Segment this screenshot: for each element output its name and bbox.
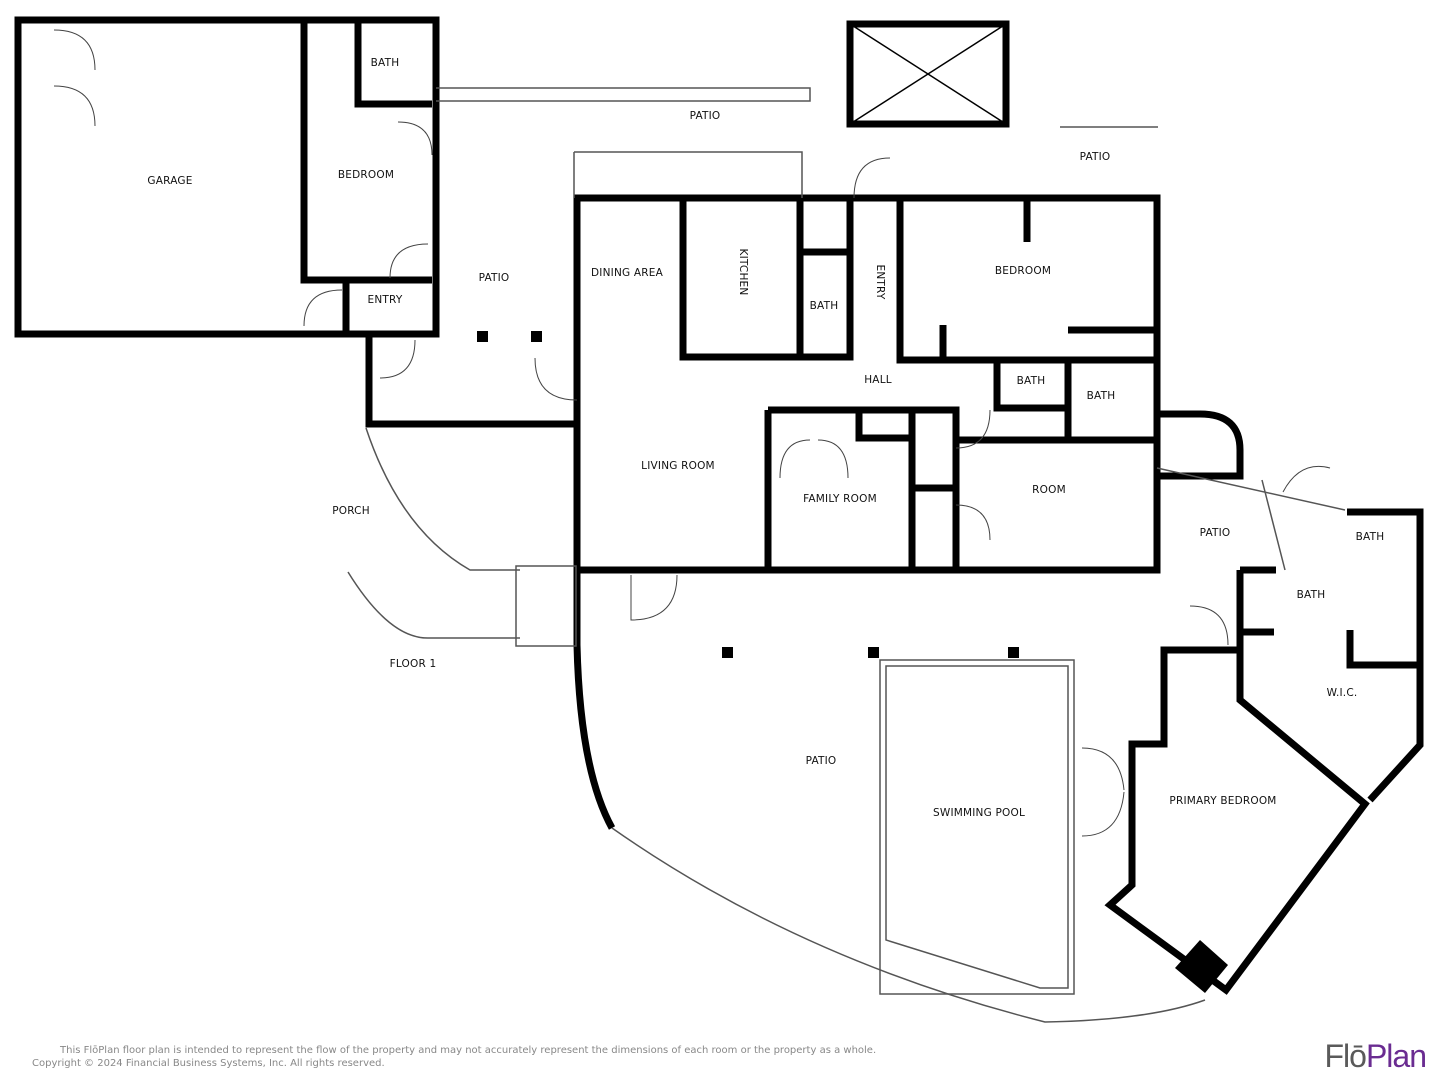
room-label-kitchen: KITCHEN xyxy=(737,248,749,296)
room-label-entry-main: ENTRY xyxy=(874,264,886,300)
room-label-family: FAMILY ROOM xyxy=(803,493,877,505)
wall-garage xyxy=(14,16,440,338)
room-label-bath-right: BATH xyxy=(1086,390,1116,402)
room-label-patio-right-top: PATIO xyxy=(1079,151,1111,163)
room-label-patio-top: PATIO xyxy=(689,110,721,122)
wall-main xyxy=(573,194,1161,574)
room-label-bath-garage: BATH xyxy=(370,57,400,69)
room-label-bedroom-garage: BEDROOM xyxy=(337,169,395,181)
room-label-garage: GARAGE xyxy=(147,175,193,187)
room-label-primary: PRIMARY BEDROOM xyxy=(1169,795,1277,807)
disclaimer: This FlōPlan floor plan is intended to r… xyxy=(60,1045,877,1056)
room-label-bedroom-right: BEDROOM xyxy=(994,265,1052,277)
room-label-entry-garage: ENTRY xyxy=(367,294,403,306)
room-label-patio-center: PATIO xyxy=(478,272,510,284)
logo-part1: Flō xyxy=(1324,1038,1367,1074)
room-label-bath-hall: BATH xyxy=(1016,375,1046,387)
room-label-porch: PORCH xyxy=(332,505,370,517)
room-label-dining: DINING AREA xyxy=(591,267,663,279)
room-label-bath-primary: BATH xyxy=(1296,589,1326,601)
room-label-living: LIVING ROOM xyxy=(641,460,715,472)
room-label-bath-far: BATH xyxy=(1355,531,1385,543)
room-label-patio-side: PATIO xyxy=(1199,527,1231,539)
room-label-patio-main: PATIO xyxy=(805,755,837,767)
room-label-hall: HALL xyxy=(864,374,892,386)
room-label-bath-kitchen: BATH xyxy=(809,300,839,312)
floplan-logo: FlōPlan xyxy=(1324,1038,1428,1075)
room-label-room: ROOM xyxy=(1032,484,1066,496)
floor-label: FLOOR 1 xyxy=(389,658,437,670)
logo-part2: Plan xyxy=(1365,1038,1427,1074)
copyright: Copyright © 2024 Financial Business Syst… xyxy=(32,1058,385,1069)
room-label-pool: SWIMMING POOL xyxy=(933,807,1025,819)
room-label-wic: W.I.C. xyxy=(1326,687,1358,699)
